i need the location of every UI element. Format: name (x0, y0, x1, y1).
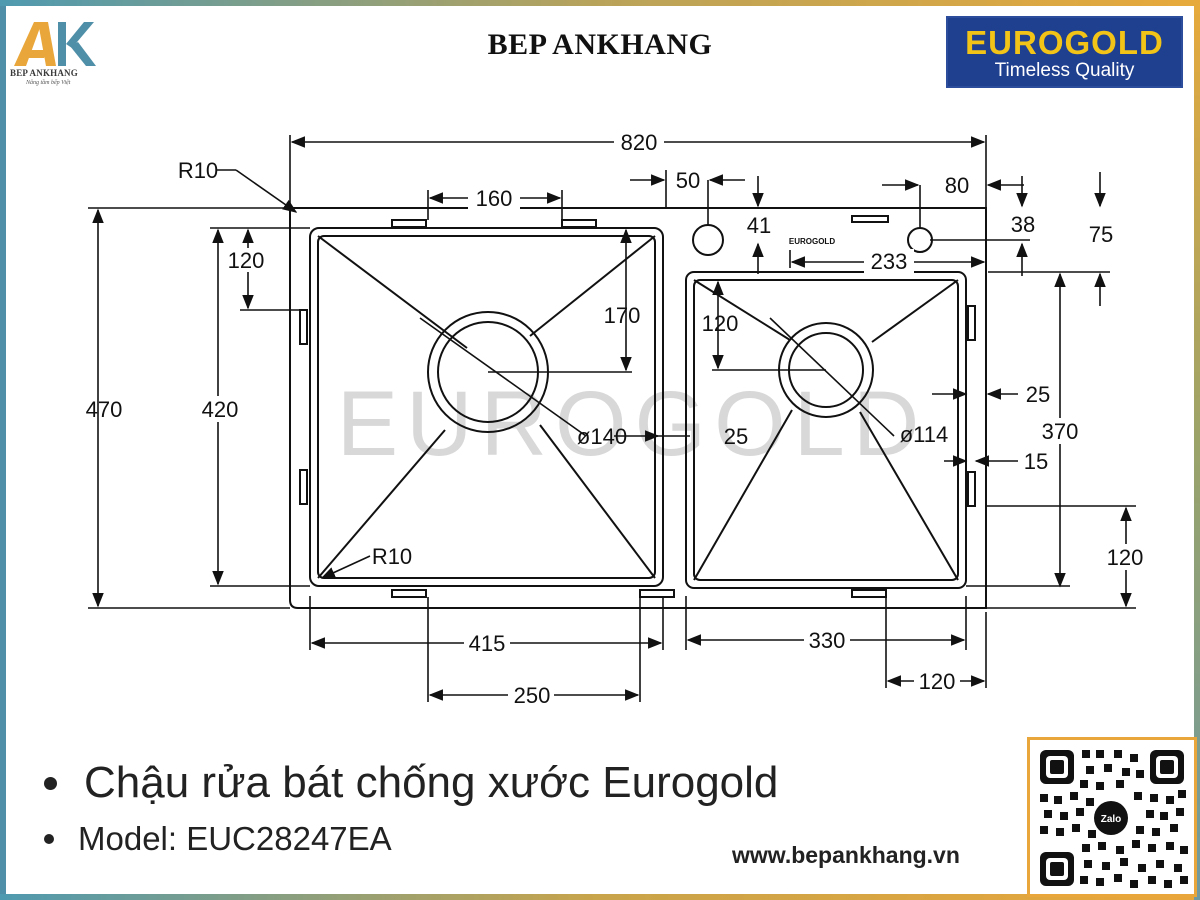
product-name: Chậu rửa bát chống xước Eurogold (84, 758, 779, 807)
tap-hole-left (692, 224, 724, 256)
mount-clip (299, 469, 308, 505)
mount-clip (967, 471, 976, 507)
dim-left-inner-height: 420 (202, 397, 239, 422)
top-border (0, 0, 1200, 6)
dim-drain-gap: 25 (724, 424, 748, 449)
bullet-icon (44, 834, 54, 844)
dim-right-drain-diameter: ø114 (900, 422, 949, 447)
left-bowl-inner (317, 235, 656, 579)
dim-right-side-25: 25 (1026, 382, 1050, 407)
mount-clip (299, 309, 308, 345)
mount-clip (851, 589, 887, 598)
page-title: BEP ANKHANG (487, 28, 713, 61)
dim-small-gap-41: 41 (747, 213, 771, 238)
left-bowl-outer (309, 227, 664, 587)
eurogold-logo-name: EUROGOLD (965, 24, 1164, 61)
zalo-badge (1094, 801, 1128, 835)
dim-tap-offset-right: 80 (945, 173, 969, 198)
dim-corner-radius-outer: R10 (178, 158, 218, 183)
right-bowl-diagonal (693, 279, 791, 341)
mount-clip (391, 589, 427, 598)
watermark-text: EUROGOLD (337, 373, 928, 475)
dim-left-top-gap: 160 (476, 186, 513, 211)
mount-clip (561, 219, 597, 228)
product-info: Chậu rửa bát chống xước Eurogold Model: … (40, 752, 940, 864)
left-bowl-diagonal (317, 429, 446, 579)
dim-left-drain-offset: 250 (514, 683, 551, 708)
sink-technical-drawing: EUROGOLD (85, 130, 1144, 708)
zalo-qr-code[interactable]: Zalo (1027, 737, 1197, 897)
right-border (1194, 0, 1200, 900)
dim-right-side-15: 15 (1024, 449, 1048, 474)
tap-hole-right (907, 227, 933, 253)
dim-total-height: 470 (86, 397, 123, 422)
logo-brand-text: BEP ANKHANG (10, 68, 78, 78)
dim-right-bowl-offset: 120 (702, 311, 739, 336)
dim-right-bowl-height: 370 (1042, 419, 1079, 444)
dim-right-drain-offset: 120 (919, 669, 956, 694)
dim-right-offset-38: 38 (1011, 212, 1035, 237)
right-bowl-inner (693, 279, 959, 581)
zalo-label: Zalo (1101, 814, 1122, 825)
bottom-border (0, 894, 1200, 900)
left-bowl-diagonal (539, 424, 656, 579)
dim-right-total-75: 75 (1089, 222, 1113, 247)
product-name-row: Chậu rửa bát chống xước Eurogold (40, 752, 940, 814)
ankhang-logo: BEP ANKHANG Nâng tầm bếp Việt (8, 16, 104, 96)
dim-left-bowl-width: 415 (469, 631, 506, 656)
mount-clip (967, 305, 976, 341)
dim-left-offset: 120 (228, 248, 265, 273)
engraving-text: EUROGOLD (789, 237, 835, 246)
logo-slogan-text: Nâng tầm bếp Việt (26, 80, 71, 86)
dim-left-drain-vertical: 170 (604, 303, 641, 328)
dim-left-drain-diameter: ø140 (577, 424, 627, 449)
eurogold-logo: EUROGOLD Timeless Quality (946, 16, 1183, 88)
sink-outline (289, 207, 987, 609)
page-frame (6, 6, 1194, 894)
right-bowl-diagonal (693, 409, 793, 581)
left-bowl-diagonal (317, 235, 468, 349)
dim-corner-radius-inner: R10 (372, 544, 412, 569)
ak-monogram-icon (14, 22, 96, 66)
right-bowl-diagonal (859, 411, 959, 581)
dim-tap-offset-left: 50 (676, 168, 700, 193)
mount-clip (391, 219, 427, 228)
website-link[interactable]: www.bepankhang.vn (732, 842, 960, 868)
eurogold-logo-tagline: Timeless Quality (994, 60, 1135, 81)
overflow-slot (851, 215, 889, 223)
product-model: Model: EUC28247EA (78, 820, 392, 857)
product-model-row: Model: EUC28247EA (40, 814, 940, 864)
dim-right-bottom-120: 120 (1107, 545, 1144, 570)
left-bowl-diagonal (529, 235, 656, 337)
dim-right-bowl-width: 330 (809, 628, 846, 653)
right-bowl-diagonal (871, 279, 959, 343)
qr-code-icon: Zalo (1030, 740, 1194, 894)
dim-inner-span-233: 233 (871, 249, 908, 274)
mount-clip (639, 589, 675, 598)
bullet-icon (44, 777, 57, 790)
right-bowl-outer (685, 271, 967, 589)
dim-total-width: 820 (621, 130, 658, 155)
